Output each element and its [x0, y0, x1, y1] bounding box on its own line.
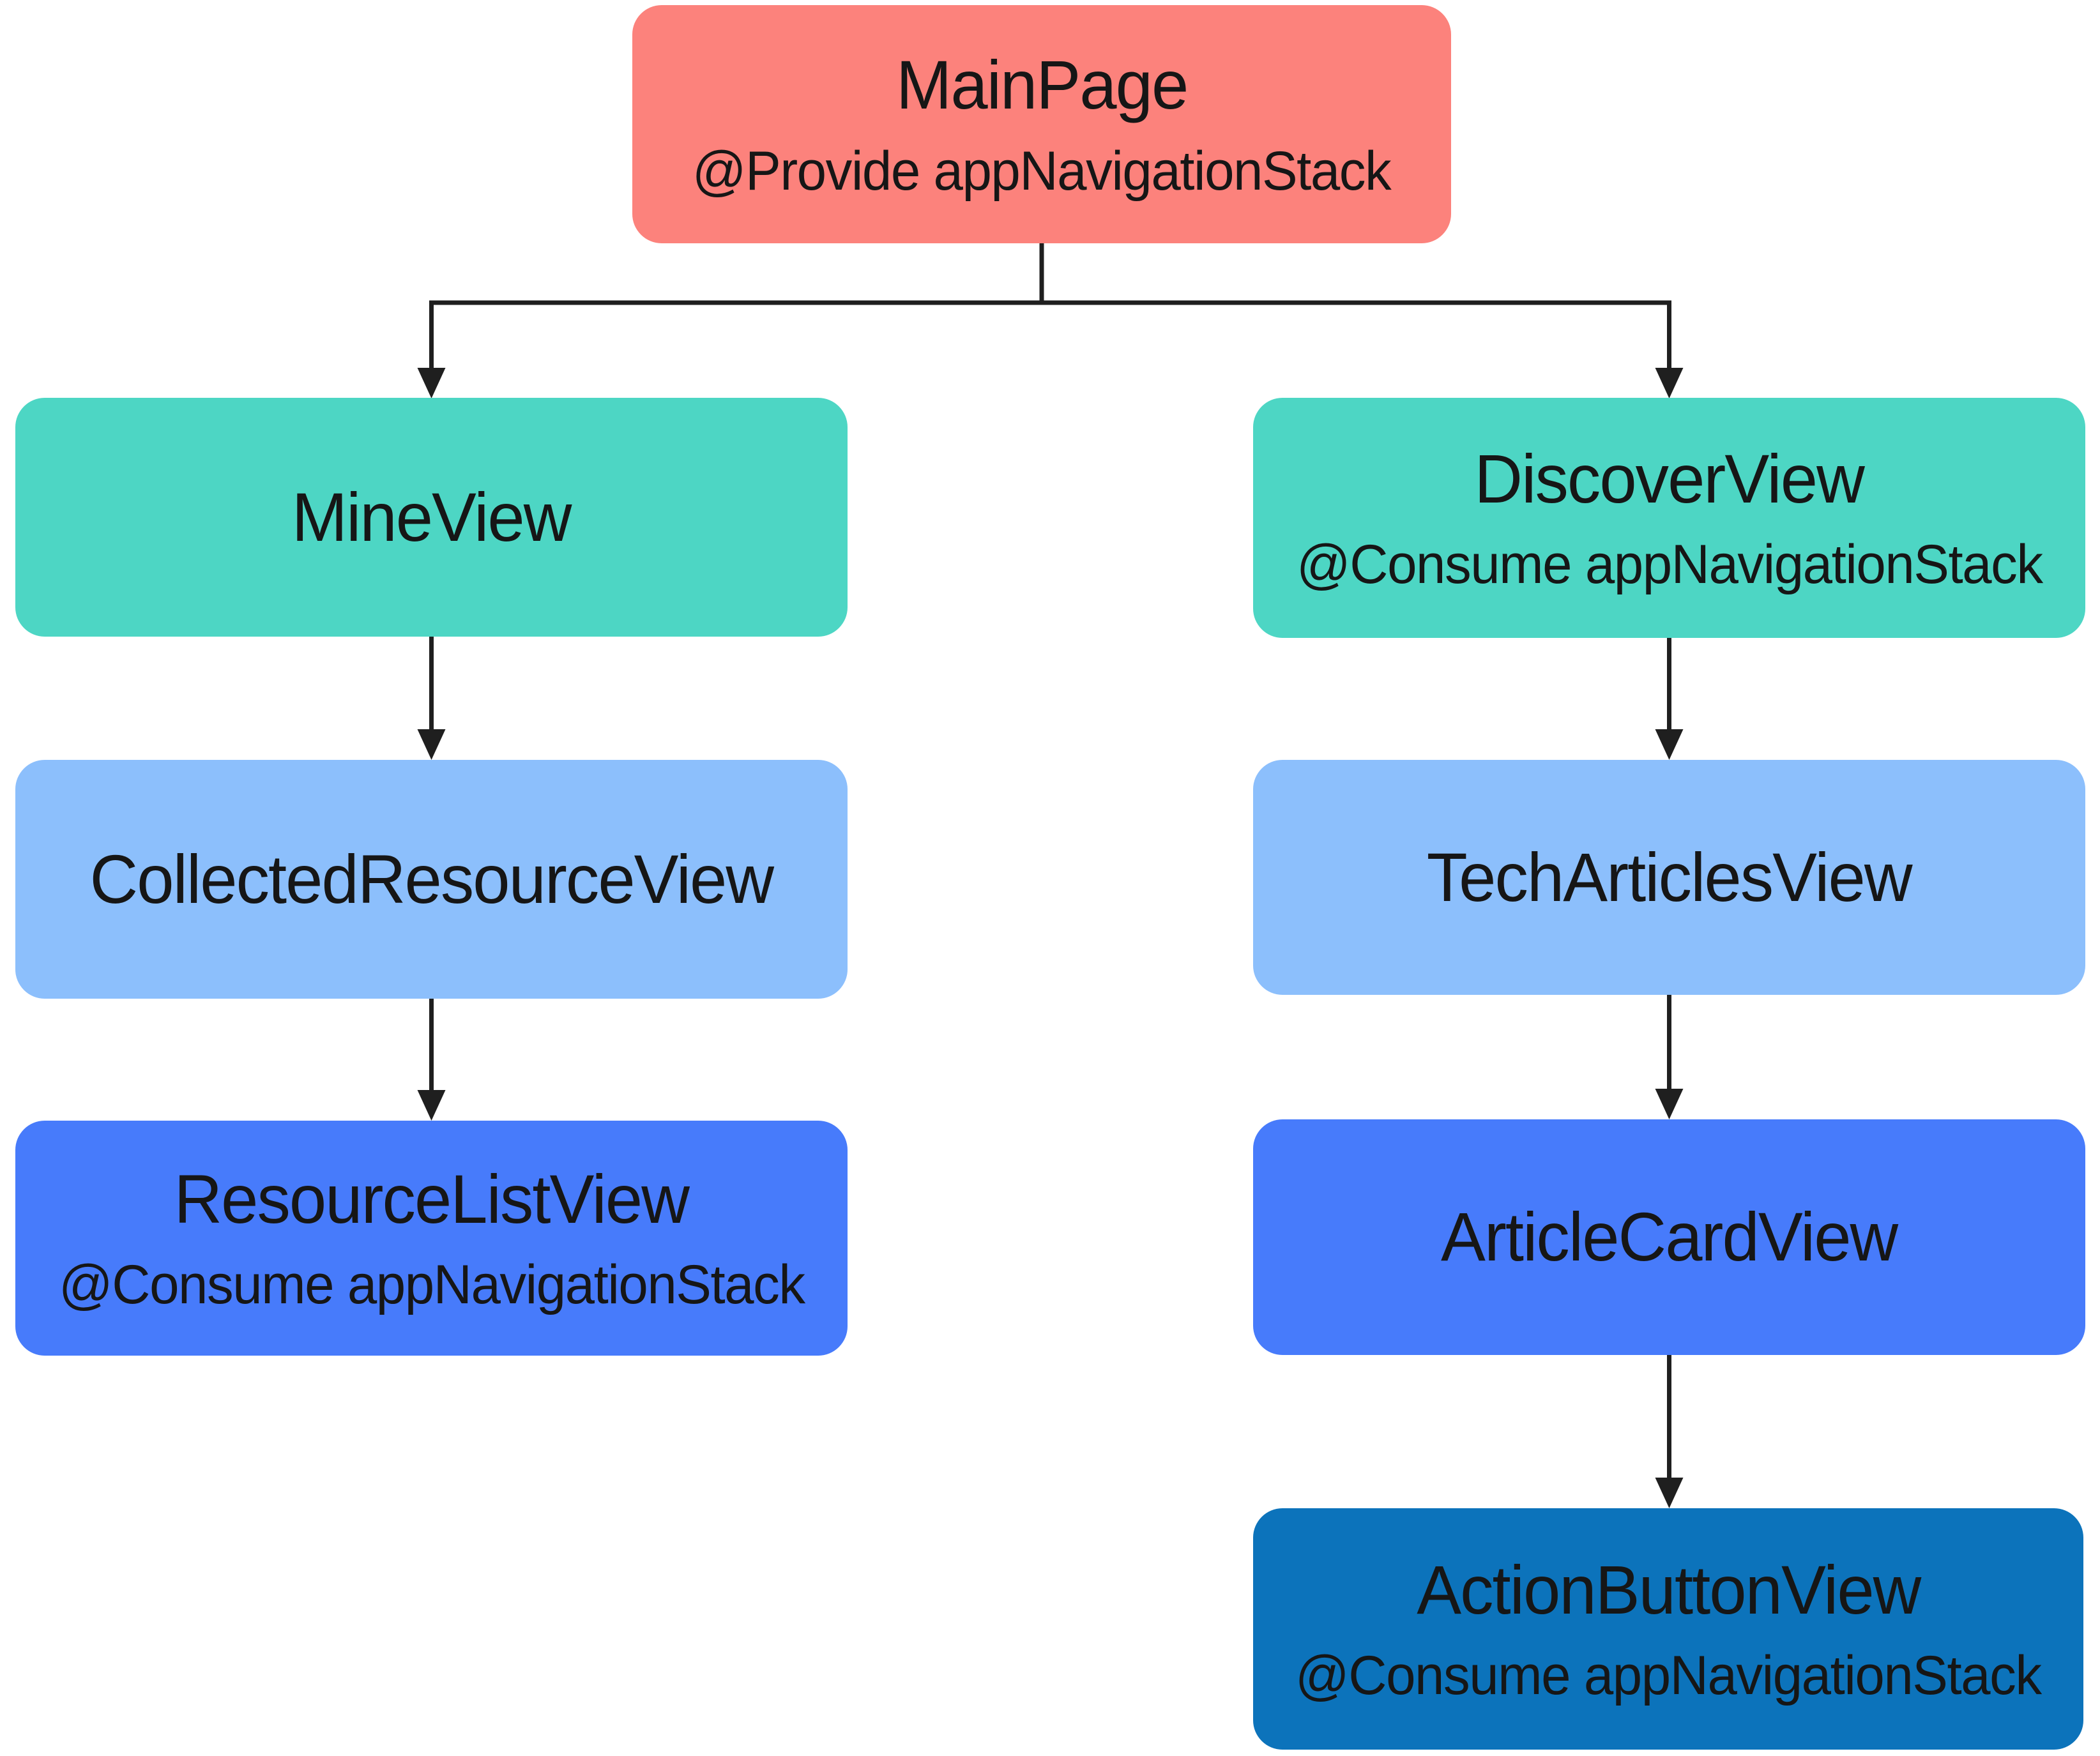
node-discover-view-subtitle: @Consume appNavigationStack	[1296, 534, 2043, 596]
node-main-page: MainPage @Provide appNavigationStack	[632, 5, 1451, 243]
arrowhead-articlecardview	[1655, 1089, 1684, 1119]
node-collected-resource-view: CollectedResourceView	[15, 760, 848, 999]
node-action-button-view-subtitle: @Consume appNavigationStack	[1295, 1645, 2042, 1707]
node-main-page-title: MainPage	[895, 46, 1189, 124]
node-article-card-view-title: ArticleCardView	[1441, 1198, 1898, 1276]
arrowhead-techarticlesview	[1655, 729, 1684, 760]
node-action-button-view: ActionButtonView @Consume appNavigationS…	[1253, 1508, 2083, 1750]
node-tech-articles-view-title: TechArticlesView	[1427, 838, 1913, 916]
node-tech-articles-view: TechArticlesView	[1253, 760, 2085, 995]
arrowhead-discoverview	[1655, 368, 1684, 398]
node-resource-list-view-subtitle: @Consume appNavigationStack	[58, 1254, 805, 1316]
node-mine-view-title: MineView	[292, 478, 572, 556]
node-mine-view: MineView	[15, 398, 848, 637]
arrowhead-collectedresourceview	[417, 729, 446, 760]
node-discover-view-title: DiscoverView	[1474, 439, 1865, 517]
node-collected-resource-view-title: CollectedResourceView	[89, 840, 774, 918]
arrowhead-resourcelistview	[417, 1090, 446, 1121]
node-resource-list-view: ResourceListView @Consume appNavigationS…	[15, 1121, 848, 1356]
node-resource-list-view-title: ResourceListView	[174, 1160, 690, 1238]
node-action-button-view-title: ActionButtonView	[1416, 1550, 1921, 1628]
node-main-page-subtitle: @Provide appNavigationStack	[692, 140, 1392, 202]
node-article-card-view: ArticleCardView	[1253, 1119, 2085, 1355]
arrowhead-actionbuttonview	[1655, 1478, 1684, 1508]
arrowhead-mineview	[417, 368, 446, 398]
node-discover-view: DiscoverView @Consume appNavigationStack	[1253, 398, 2085, 638]
